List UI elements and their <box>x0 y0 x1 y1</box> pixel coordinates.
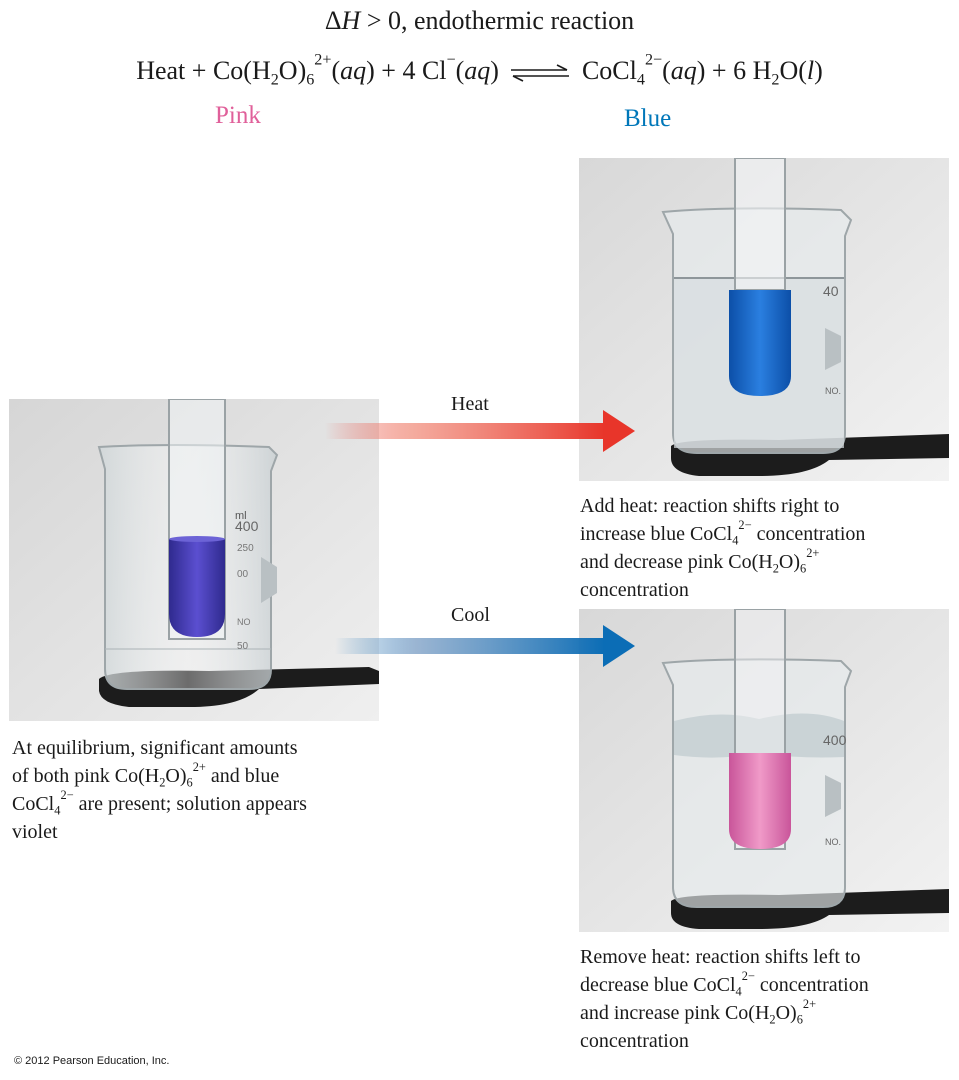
caption-text: O) <box>775 1002 797 1024</box>
caption-sup: 2+ <box>806 545 820 560</box>
eq-reactant-text: Heat + Co(H <box>136 56 271 85</box>
blue-label: Blue <box>624 105 672 132</box>
caption-sup: 2− <box>60 787 74 802</box>
beaker-mark: 00 <box>237 569 249 580</box>
caption-line: At equilibrium, significant amounts <box>12 737 298 759</box>
caption-sub: 4 <box>54 803 61 818</box>
eq-text: + 6 H <box>705 56 772 85</box>
caption-line: increase blue CoCl42− concentration <box>580 517 950 548</box>
reaction-equation: Heat + Co(H2O)62+(aq) + 4 Cl−(aq) CoCl42… <box>136 51 823 89</box>
copyright-notice: © 2012 Pearson Education, Inc. <box>14 1055 170 1067</box>
eq-state: aq <box>670 56 697 85</box>
enthalpy-symbol: H <box>341 6 361 35</box>
caption-sub: 2 <box>772 561 779 576</box>
caption-line: and decrease pink Co(H2O)62+ <box>580 545 950 576</box>
eq-state: aq <box>340 56 367 85</box>
beaker-mark: 250 <box>237 543 254 554</box>
eq-charge: 2+ <box>314 51 332 69</box>
title-condition: > 0, endothermic reaction <box>360 6 635 35</box>
beaker-mark: 400 <box>235 518 259 534</box>
beaker-mark: 50 <box>237 641 249 652</box>
caption-text: and increase pink Co(H <box>580 1002 770 1024</box>
delta-symbol: Δ <box>324 6 342 35</box>
caption-sup: 2− <box>738 517 752 532</box>
caption-text: concentration <box>754 974 869 996</box>
caption-sup: 2+ <box>802 996 817 1011</box>
caption-sub: 6 <box>796 1012 803 1027</box>
eq-text: O( <box>779 56 807 85</box>
violet-solution <box>169 539 225 637</box>
eq-charge: 2− <box>644 51 663 69</box>
cooled-beaker-photo: 400 NO. <box>579 609 949 932</box>
caption-line: Add heat: reaction shifts right to <box>580 495 840 517</box>
eq-sub: 6 <box>306 71 315 89</box>
equilibrium-arrows-icon <box>511 64 570 82</box>
caption-text: and decrease pink Co(H <box>580 551 773 573</box>
caption-line: of both pink Co(H2O)62+ and blue <box>12 759 382 790</box>
caption-sub: 4 <box>732 533 739 548</box>
pink-solution <box>729 753 791 849</box>
beaker-mark: 40 <box>823 283 839 299</box>
heated-beaker-photo: 40 NO. <box>579 158 949 481</box>
eq-state: l <box>806 56 815 85</box>
caption-line: and increase pink Co(H2O)62+ <box>580 996 950 1027</box>
eq-sub: 2 <box>270 71 279 89</box>
cool-caption: Remove heat: reaction shifts left to dec… <box>580 943 950 1055</box>
equilibrium-caption: At equilibrium, significant amounts of b… <box>12 734 382 846</box>
beaker-mark: 400 <box>823 732 847 748</box>
caption-text: and blue <box>205 765 280 787</box>
caption-line: Remove heat: reaction shifts left to <box>580 946 861 968</box>
cool-arrow-icon <box>335 623 637 674</box>
caption-sub: 6 <box>800 561 807 576</box>
eq-charge: − <box>446 51 456 69</box>
eq-text: ) <box>814 56 823 85</box>
eq-state: aq <box>464 56 491 85</box>
caption-sub: 4 <box>735 984 742 999</box>
caption-line: violet <box>12 821 58 843</box>
caption-text: CoCl <box>12 793 55 815</box>
beaker-mark: NO. <box>825 386 841 396</box>
beaker-mark: NO. <box>825 837 841 847</box>
caption-line: CoCl42− are present; solution appears <box>12 787 382 818</box>
caption-sub: 2 <box>159 775 166 790</box>
caption-text: decrease blue CoCl <box>580 974 736 996</box>
caption-sup: 2− <box>741 968 755 983</box>
caption-text: concentration <box>751 523 866 545</box>
caption-text: are present; solution appears <box>73 793 307 815</box>
caption-line: concentration <box>580 1030 689 1052</box>
eq-sub: 4 <box>636 71 645 89</box>
caption-text: O) <box>778 551 801 573</box>
caption-line: concentration <box>580 579 689 601</box>
caption-sub: 6 <box>186 775 193 790</box>
heat-arrow-label: Heat <box>451 393 489 415</box>
heat-caption: Add heat: reaction shifts right to incre… <box>580 492 950 604</box>
blue-solution <box>729 290 791 396</box>
beaker-mark: ml <box>235 510 247 522</box>
cool-arrow-label: Cool <box>451 604 490 626</box>
caption-line: decrease blue CoCl42− concentration <box>580 968 950 999</box>
reaction-title: ΔH > 0, endothermic reaction <box>0 6 959 36</box>
beaker-mark: NO <box>237 617 251 627</box>
caption-sup: 2+ <box>192 759 206 774</box>
eq-text: + 4 Cl <box>374 56 447 85</box>
caption-text: O) <box>165 765 187 787</box>
eq-product-text: CoCl <box>581 56 637 85</box>
caption-text: increase blue CoCl <box>580 523 733 545</box>
eq-text: O) <box>278 56 307 85</box>
caption-sub: 2 <box>769 1012 776 1027</box>
equilibrium-beaker-photo: ml 400 250 00 NO 50 <box>9 399 379 721</box>
caption-text: of both pink Co(H <box>12 765 160 787</box>
pink-label: Pink <box>215 102 261 129</box>
heat-arrow-icon <box>325 408 637 459</box>
eq-sub: 2 <box>771 71 780 89</box>
